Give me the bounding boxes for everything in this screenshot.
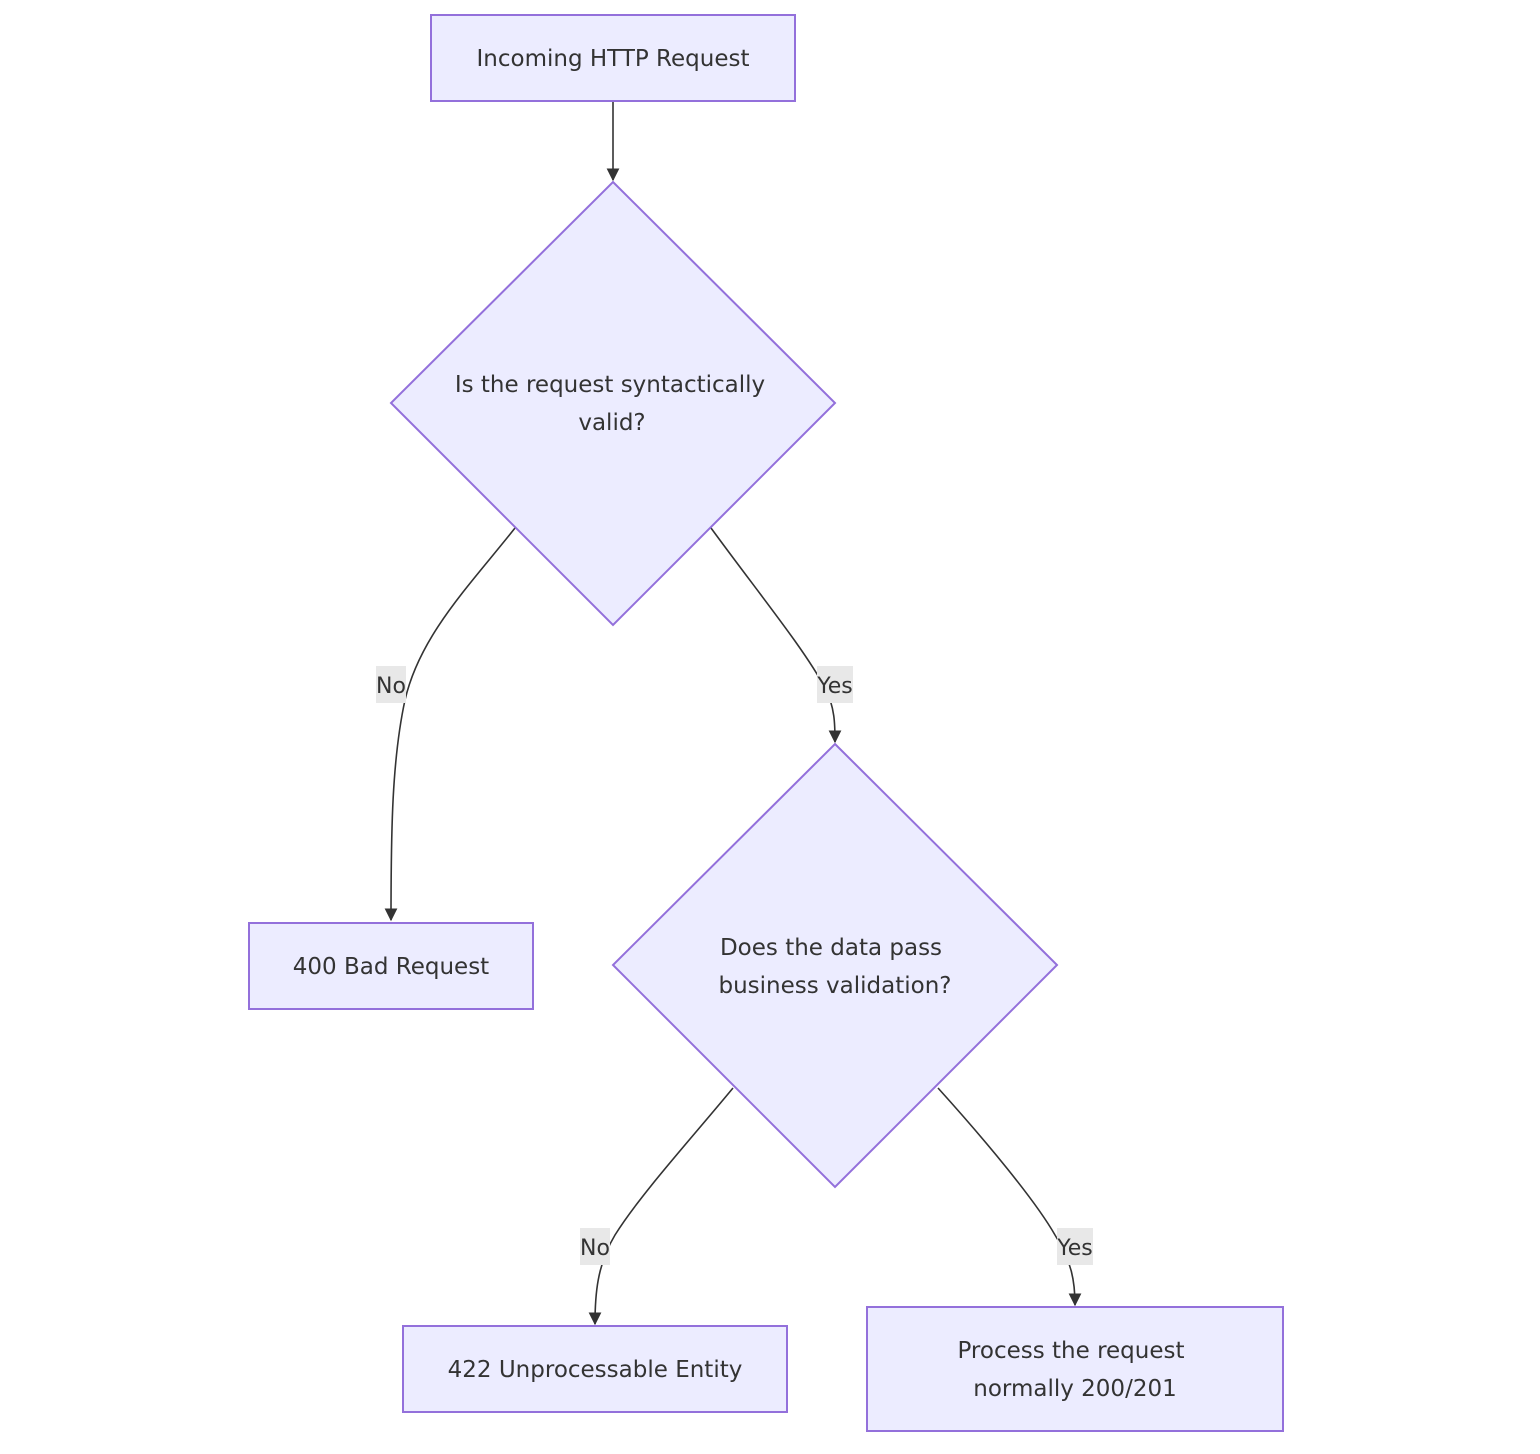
- edge-syntax-yes: Yes: [710, 527, 853, 744]
- edge-business-yes: Yes: [937, 1087, 1093, 1307]
- node-label-business-check-line1: Does the data pass: [720, 935, 942, 961]
- node-business-check-decision: Does the data pass business validation?: [611, 742, 1059, 1189]
- edge-label-business-no: No: [580, 1236, 610, 1261]
- node-label-incoming-http-request: Incoming HTTP Request: [477, 46, 750, 72]
- node-label-process-request-line1: Process the request: [957, 1338, 1184, 1364]
- edge-label-syntax-yes: Yes: [816, 674, 853, 699]
- node-400-bad-request: 400 Bad Request: [248, 922, 534, 1010]
- node-label-syntax-check-line1: Is the request syntactically: [455, 372, 765, 398]
- edge-business-no: No: [580, 1087, 734, 1326]
- edge-label-business-yes: Yes: [1056, 1236, 1093, 1261]
- node-label-business-check-line2: business validation?: [719, 973, 952, 999]
- node-process-request: Process the request normally 200/201: [866, 1306, 1284, 1432]
- node-syntax-check-decision: Is the request syntactically valid?: [389, 180, 837, 627]
- node-label-process-request-line2: normally 200/201: [973, 1376, 1176, 1402]
- node-422-unprocessable-entity: 422 Unprocessable Entity: [402, 1325, 788, 1413]
- node-label-400-bad-request: 400 Bad Request: [293, 954, 489, 980]
- node-label-syntax-check-line2: valid?: [578, 410, 645, 436]
- node-label-422-unprocessable-entity: 422 Unprocessable Entity: [448, 1357, 743, 1383]
- node-incoming-http-request: Incoming HTTP Request: [430, 14, 796, 102]
- edge-syntax-no: No: [376, 527, 516, 922]
- edge-label-syntax-no: No: [376, 674, 406, 699]
